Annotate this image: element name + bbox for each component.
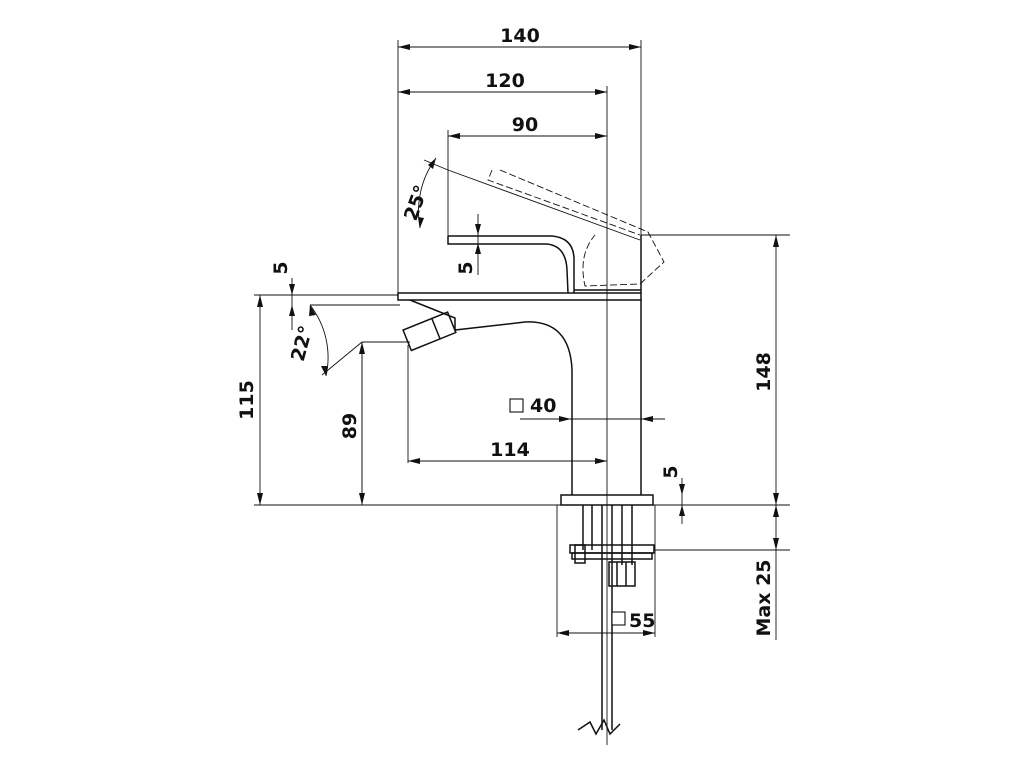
dim-base-5-label: 5 — [660, 465, 682, 478]
spout — [409, 299, 573, 495]
dim-top-5-label: 5 — [270, 261, 292, 274]
square-40-symbol — [509, 398, 524, 413]
dim-90-label: 90 — [512, 114, 538, 136]
dimension-lines — [254, 40, 790, 745]
dim-114-label: 114 — [490, 439, 530, 461]
dim-115-label: 115 — [236, 380, 258, 420]
dim-square-55-label: 55 — [629, 610, 655, 632]
lever-open-dashed — [487, 169, 665, 287]
dim-140-label: 140 — [500, 25, 540, 47]
aerator — [402, 311, 457, 352]
dim-89-label: 89 — [339, 413, 361, 439]
square-55-symbol — [611, 611, 626, 626]
faucet-body — [397, 169, 665, 736]
dim-120-label: 120 — [485, 70, 525, 92]
dim-148-label: 148 — [753, 352, 775, 392]
angle-25-label: 25° — [400, 182, 433, 223]
lever-closed — [448, 235, 575, 293]
dim-max-25-label: Max 25 — [753, 559, 775, 636]
dim-lever-5-label: 5 — [455, 261, 477, 274]
base-plate — [560, 494, 654, 506]
dim-square-40-label: 40 — [530, 395, 556, 417]
angle-22-label: 22° — [287, 323, 318, 363]
labels: 140 120 90 25° 5 5 22° 115 89 40 114 5 1… — [236, 25, 775, 637]
